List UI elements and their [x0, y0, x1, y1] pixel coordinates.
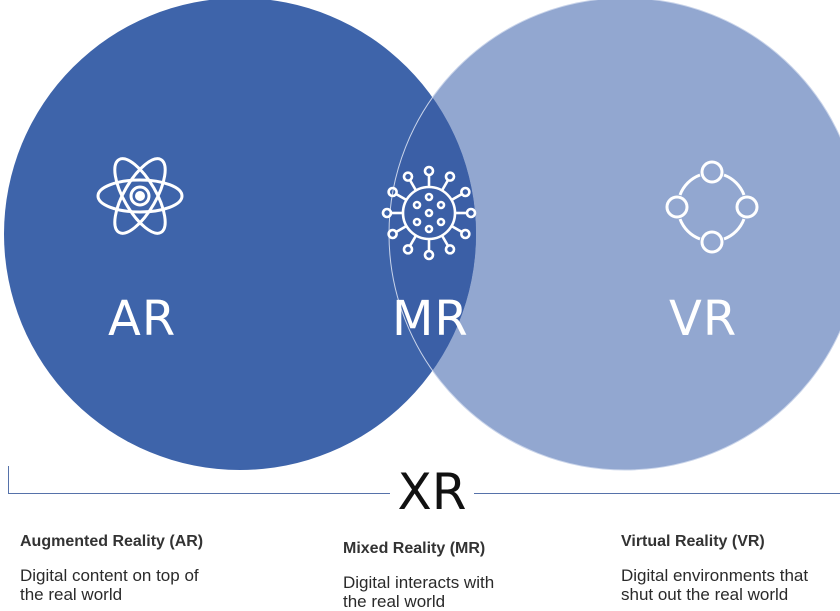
ar-circle	[4, 0, 476, 470]
ar-description-line: Digital content on top of	[20, 566, 199, 585]
vr-circle	[389, 0, 840, 470]
atom-icon	[96, 157, 184, 235]
xr-line-left	[8, 493, 390, 494]
ar-description-title: Augmented Reality (AR)	[20, 533, 204, 550]
ar-label: AR	[108, 291, 177, 347]
mr-description-line: Digital interacts with	[343, 573, 495, 592]
ar-description-line: the real world	[20, 585, 123, 604]
ar-description-text: Digital content on top of the real world	[20, 566, 203, 604]
xr-line-right	[474, 493, 840, 494]
network-ring-icon	[665, 160, 759, 254]
vr-description-line: shut out the real world	[621, 585, 789, 604]
virus-icon	[381, 165, 477, 261]
ar-description: Augmented Reality (AR) Digital content o…	[20, 533, 203, 604]
mr-description-line: the real world	[343, 592, 446, 611]
xr-bracket-tick	[8, 466, 9, 494]
vr-description-title: Virtual Reality (VR)	[621, 533, 765, 550]
vr-description: Virtual Reality (VR) Digital environment…	[621, 533, 808, 604]
xr-label: XR	[391, 467, 473, 517]
mr-description-text: Digital interacts with the real world	[343, 573, 494, 611]
mr-description: Mixed Reality (MR) Digital interacts wit…	[343, 540, 494, 611]
vr-label: VR	[669, 291, 738, 347]
vr-description-text: Digital environments that shut out the r…	[621, 566, 808, 604]
mr-label: MR	[392, 291, 469, 347]
mr-description-title: Mixed Reality (MR)	[343, 540, 486, 557]
vr-description-line: Digital environments that	[621, 566, 809, 585]
